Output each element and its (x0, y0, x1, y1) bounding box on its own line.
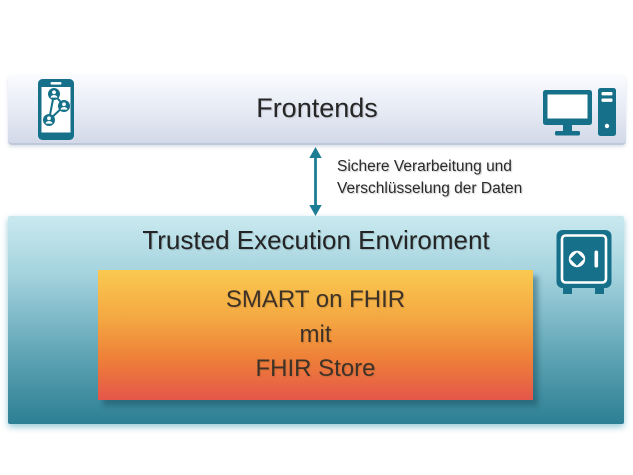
fhir-box-line2: mit (299, 320, 332, 348)
frontends-title: Frontends (256, 92, 378, 123)
fhir-box-line3: FHIR Store (255, 355, 376, 383)
connector-label-line2: Verschlüsselung der Daten (337, 179, 523, 197)
fhir-box-line1: SMART on FHIR (225, 286, 406, 314)
tee-panel: Trusted Execution Enviroment SMART on FH… (8, 216, 624, 424)
smart-fhir-box: SMART on FHIR mit FHIR Store (98, 270, 533, 400)
frontends-band: Frontends (8, 75, 626, 145)
double-arrow-icon (307, 147, 324, 216)
connector-label: Sichere Verarbeitung und Verschlüsselung… (337, 156, 522, 199)
smartphone-network-icon (38, 79, 74, 145)
desktop-computer-icon (543, 88, 616, 142)
tee-title: Trusted Execution Enviroment (142, 225, 490, 255)
connector-label-line1: Sichere Verarbeitung und (337, 158, 512, 175)
safe-icon (556, 230, 612, 301)
